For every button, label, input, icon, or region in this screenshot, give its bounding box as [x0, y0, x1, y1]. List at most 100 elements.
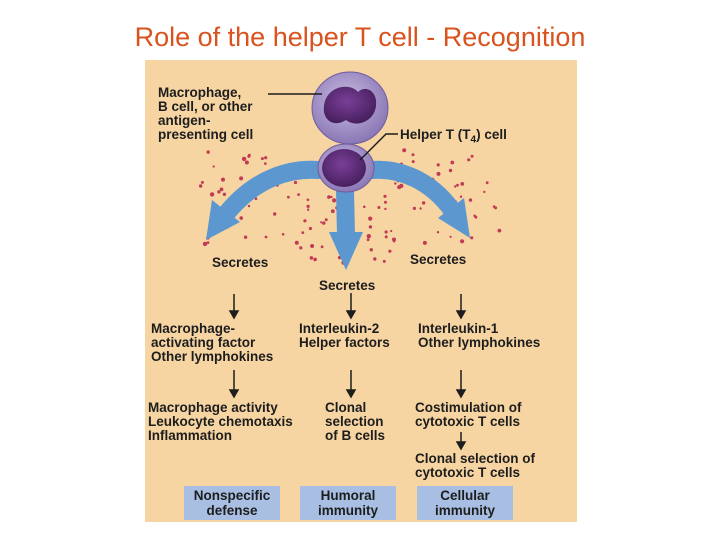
secretion-particle — [200, 180, 204, 184]
secretes-left-label: Secretes — [212, 255, 269, 270]
secretion-particle — [436, 171, 441, 176]
secretion-particle — [301, 231, 305, 235]
secretion-particle — [384, 230, 388, 234]
secretion-particle — [310, 244, 315, 248]
secretion-particle — [330, 209, 335, 214]
secretion-particle — [459, 195, 463, 198]
apc-cell-icon — [311, 71, 389, 145]
secretion-particle — [294, 240, 299, 245]
secretion-particle — [450, 160, 455, 165]
secretion-particle — [209, 192, 215, 197]
apc-label: Macrophage, B cell, or other antigen- pr… — [158, 85, 254, 142]
factors-right: Interleukin-1 Other lymphokines — [418, 321, 541, 350]
secretion-arrow-left — [206, 160, 327, 240]
secretion-particle — [468, 198, 473, 202]
helper-t-cell-icon — [317, 143, 375, 193]
secretion-particle — [299, 246, 303, 250]
secretion-particle — [449, 235, 452, 238]
secretion-particle — [366, 234, 371, 239]
secretion-particle — [221, 177, 225, 182]
secretion-particle — [293, 180, 298, 185]
helper-label-suffix: ) cell — [476, 127, 507, 142]
secretion-particle — [264, 235, 268, 239]
secretion-particle — [309, 256, 314, 260]
secretion-particle — [243, 235, 248, 239]
secretion-particle — [384, 200, 387, 204]
secretion-particle — [390, 229, 393, 233]
secretion-particle — [422, 240, 427, 245]
secretion-particle — [399, 183, 404, 188]
effects-right-second: Clonal selection of cytotoxic T cells — [415, 451, 536, 480]
secretion-particle — [244, 160, 249, 165]
secretion-particle — [306, 198, 310, 202]
secretion-particle — [260, 157, 264, 161]
secretion-particle — [454, 185, 457, 188]
secretion-particle — [470, 236, 474, 240]
secretion-particle — [313, 257, 317, 262]
secretion-particle — [384, 235, 388, 239]
secretion-particle — [306, 204, 310, 208]
helper-label-subscript: 4 — [470, 134, 477, 146]
helper-t-cell-label: Helper T (T4) cell — [400, 128, 507, 148]
effects-right: Costimulation of cytotoxic T cells — [415, 400, 522, 429]
secretion-arrow-right — [363, 160, 470, 238]
secretion-particle — [241, 156, 247, 162]
secretion-particle — [382, 259, 386, 263]
secretion-particle — [327, 195, 331, 199]
page-title: Role of the helper T cell - Recognition — [134, 22, 586, 52]
secretion-particle — [411, 153, 415, 157]
flow-arrows — [228, 293, 467, 451]
secretion-particle — [485, 181, 489, 185]
secretion-particle — [222, 192, 227, 196]
secretion-particle — [212, 165, 215, 168]
secretion-particle — [239, 216, 243, 220]
secretion-particle — [320, 245, 324, 249]
secretion-particle — [254, 197, 258, 200]
secretion-particle — [456, 183, 459, 187]
helper-leader-line — [359, 133, 398, 161]
secretion-particle — [467, 158, 471, 162]
secretion-particle — [448, 168, 453, 173]
secretion-particle — [377, 206, 381, 209]
outcome-humoral-immunity: Humoral immunity — [300, 486, 396, 520]
secretion-particle — [460, 239, 465, 244]
effects-middle: Clonal selection of B cells — [325, 400, 386, 443]
secretion-particle — [199, 184, 203, 188]
secretion-particle — [303, 219, 307, 223]
secretion-particle — [384, 207, 387, 211]
secretion-particle — [388, 249, 392, 253]
secretion-particle — [322, 221, 326, 225]
secretion-particle — [273, 212, 277, 216]
secretion-particle — [264, 156, 268, 160]
secretion-particle — [307, 208, 310, 211]
secretion-particle — [492, 205, 496, 208]
secretes-right-label: Secretes — [410, 252, 467, 267]
secretion-particle — [412, 206, 416, 210]
secretion-particle — [297, 193, 300, 197]
secretion-particle — [473, 214, 477, 218]
secretion-particle — [419, 207, 422, 210]
secretion-particle — [320, 221, 323, 224]
secretion-particle — [332, 198, 337, 203]
secretion-particle — [366, 238, 370, 242]
outcome-nonspecific-defense: Nonspecific defense — [184, 486, 280, 520]
secretion-particle — [206, 150, 210, 154]
secretion-particle — [460, 182, 465, 186]
secretion-particle — [383, 194, 387, 198]
secretion-particle — [470, 154, 474, 158]
secretion-particle — [287, 195, 290, 199]
secretion-particle — [281, 233, 285, 236]
secretion-particle — [324, 218, 328, 222]
secretion-particle — [411, 160, 415, 164]
secretion-particle — [368, 216, 373, 221]
secretion-particle — [330, 195, 333, 199]
effects-left: Macrophage activity Leukocyte chemotaxis… — [148, 400, 293, 443]
secretion-arrow-middle — [329, 189, 363, 270]
secretion-particle — [421, 201, 426, 205]
secretion-particle — [219, 187, 224, 192]
factors-middle: Interleukin-2 Helper factors — [299, 321, 390, 350]
secretion-particle — [308, 226, 312, 231]
secretion-particle — [436, 231, 440, 234]
factors-left: Macrophage- activating factor Other lymp… — [151, 321, 274, 364]
